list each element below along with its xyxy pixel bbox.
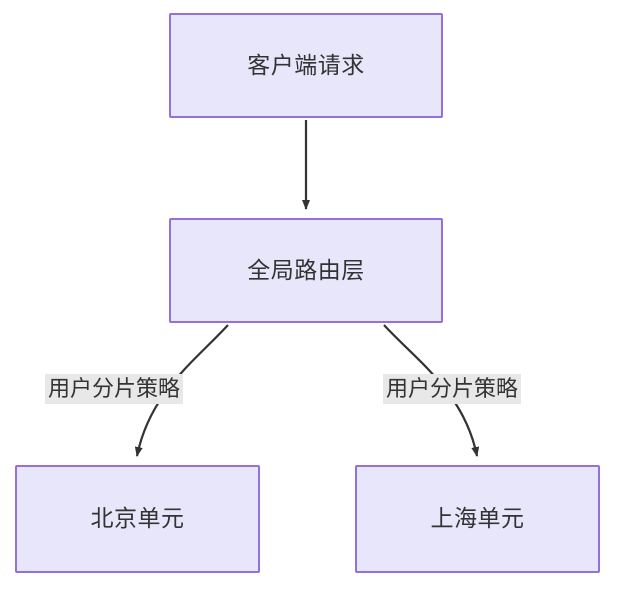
- node-beijing-unit[interactable]: 北京单元: [15, 465, 260, 573]
- edge-label-router-to-shanghai: 用户分片策略: [383, 374, 522, 404]
- node-client-request[interactable]: 客户端请求: [169, 13, 443, 118]
- node-client-request-label: 客户端请求: [247, 51, 365, 78]
- node-shanghai-unit-label: 上海单元: [430, 505, 525, 532]
- node-global-router-label: 全局路由层: [247, 256, 365, 283]
- edge-label-router-to-beijing: 用户分片策略: [45, 374, 184, 404]
- node-shanghai-unit[interactable]: 上海单元: [355, 465, 600, 573]
- node-beijing-unit-label: 北京单元: [90, 505, 185, 532]
- node-global-router[interactable]: 全局路由层: [169, 218, 443, 323]
